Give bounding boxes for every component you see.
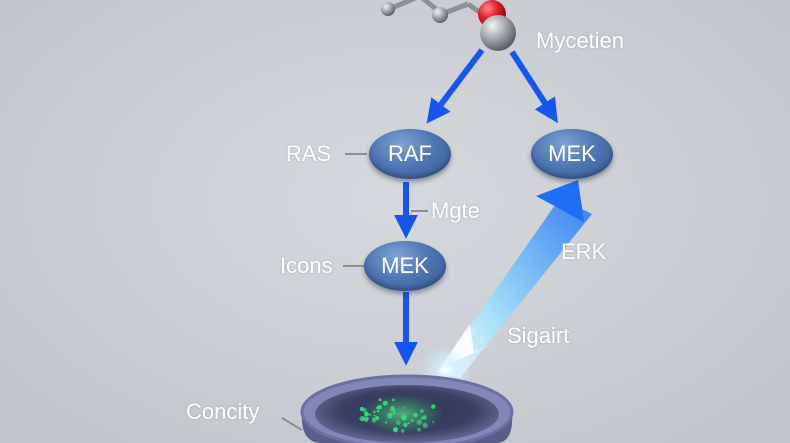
label-concity: Concity — [186, 399, 260, 424]
green-particle — [378, 398, 382, 402]
mek-node-top: MEK — [531, 129, 613, 179]
green-particle — [393, 427, 398, 433]
label-ras: RAS — [286, 141, 332, 166]
green-particle — [431, 404, 436, 409]
green-particle — [373, 410, 376, 414]
green-particle — [365, 417, 369, 421]
green-particle — [384, 421, 387, 424]
signal-beam — [420, 180, 592, 396]
green-particle — [413, 412, 418, 418]
green-particle — [377, 404, 383, 410]
label-erk: ERK — [561, 239, 607, 264]
green-particle — [422, 422, 428, 428]
green-particle — [400, 429, 405, 433]
green-particle — [359, 416, 365, 422]
green-particle — [394, 430, 397, 433]
green-particle — [364, 411, 369, 417]
green-particle — [420, 409, 424, 413]
green-particle — [371, 418, 377, 423]
green-particle — [387, 413, 393, 419]
green-particle — [403, 422, 408, 428]
label-icons: Icons — [280, 253, 333, 278]
molecule-icon — [381, 0, 516, 51]
concity-connector-line — [281, 417, 303, 431]
green-particle — [417, 427, 421, 432]
green-particle — [391, 398, 395, 402]
green-particle — [376, 409, 380, 413]
green-particles — [359, 398, 436, 433]
green-particle — [373, 414, 376, 417]
green-particle — [382, 400, 388, 406]
pathway-arrows — [394, 48, 558, 366]
arrow-molecule-to-raf — [426, 48, 485, 124]
label-mycetien: Mycetien — [536, 28, 625, 53]
green-particle — [420, 416, 424, 420]
green-particle — [359, 406, 364, 412]
green-particle — [389, 408, 394, 412]
green-particle — [368, 413, 372, 416]
label-sigairt: Sigairt — [507, 323, 570, 348]
green-particle — [402, 406, 406, 409]
green-particle — [396, 420, 401, 426]
green-particle — [416, 419, 422, 425]
green-particle — [407, 422, 410, 425]
cavity-bowl — [300, 374, 514, 443]
green-particle — [376, 406, 379, 410]
green-particle — [432, 420, 435, 423]
green-particle — [375, 416, 380, 421]
arrow-molecule-to-mek — [509, 50, 558, 124]
green-particle — [422, 415, 427, 420]
green-particle — [392, 411, 396, 415]
green-particle — [402, 415, 405, 419]
mek-node-bottom: MEK — [364, 241, 446, 291]
raf-node: RAF — [369, 129, 451, 179]
label-mgte: Mgte — [431, 198, 480, 223]
green-particle — [410, 418, 415, 423]
